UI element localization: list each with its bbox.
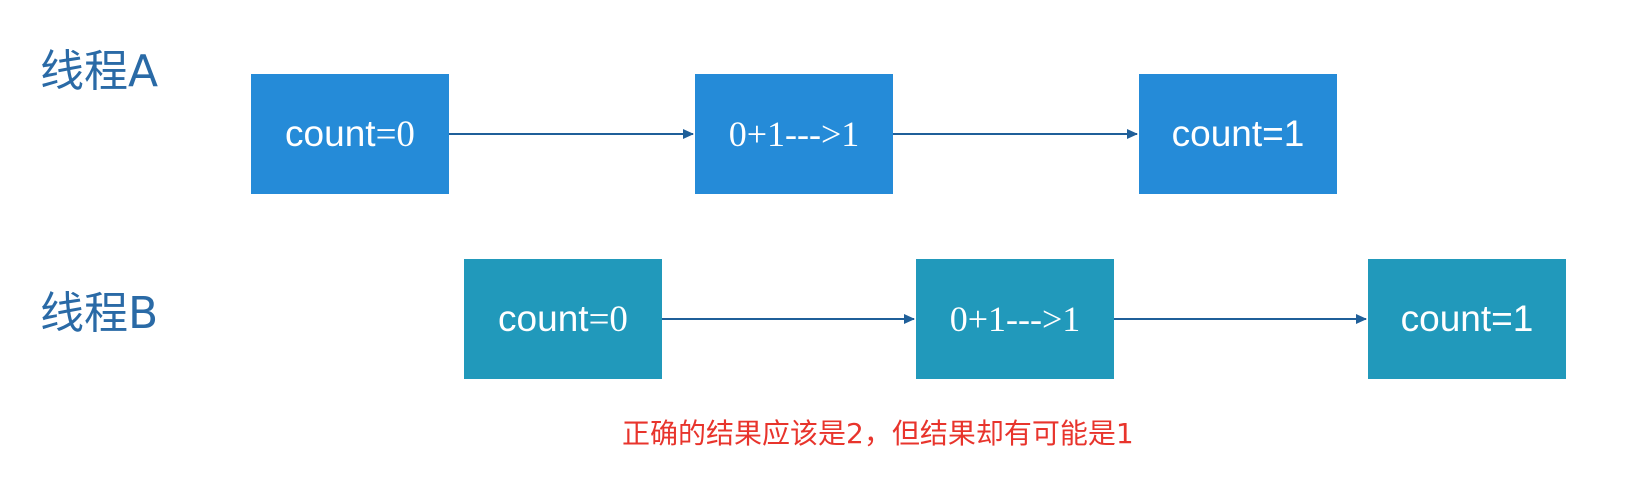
thread-a-increment-box: 0+1--->1 <box>695 74 893 194</box>
thread-a-read-word: count <box>285 113 376 154</box>
thread-b-label: 线程B <box>40 288 159 339</box>
thread-b-increment-box: 0+1--->1 <box>916 259 1114 379</box>
conclusion-text: 正确的结果应该是2，但结果却有可能是1 <box>622 417 1134 450</box>
thread-b-read-word: count <box>498 298 589 339</box>
thread-a-write-text: count=1 <box>1171 113 1305 154</box>
thread-a-write-box: count=1 <box>1139 74 1337 194</box>
thread-b-write-box: count=1 <box>1368 259 1566 379</box>
thread-a-read-value: =0 <box>375 113 415 155</box>
thread-a-increment-text: 0+1--->1 <box>728 114 860 154</box>
thread-b-increment-text: 0+1--->1 <box>949 299 1081 339</box>
thread-b-read-value: =0 <box>588 298 628 340</box>
thread-a-label: 线程A <box>40 46 159 97</box>
thread-a-read-box: count=0 <box>251 74 449 194</box>
thread-b-read-box: count=0 <box>464 259 662 379</box>
thread-b-write-text: count=1 <box>1400 298 1534 339</box>
